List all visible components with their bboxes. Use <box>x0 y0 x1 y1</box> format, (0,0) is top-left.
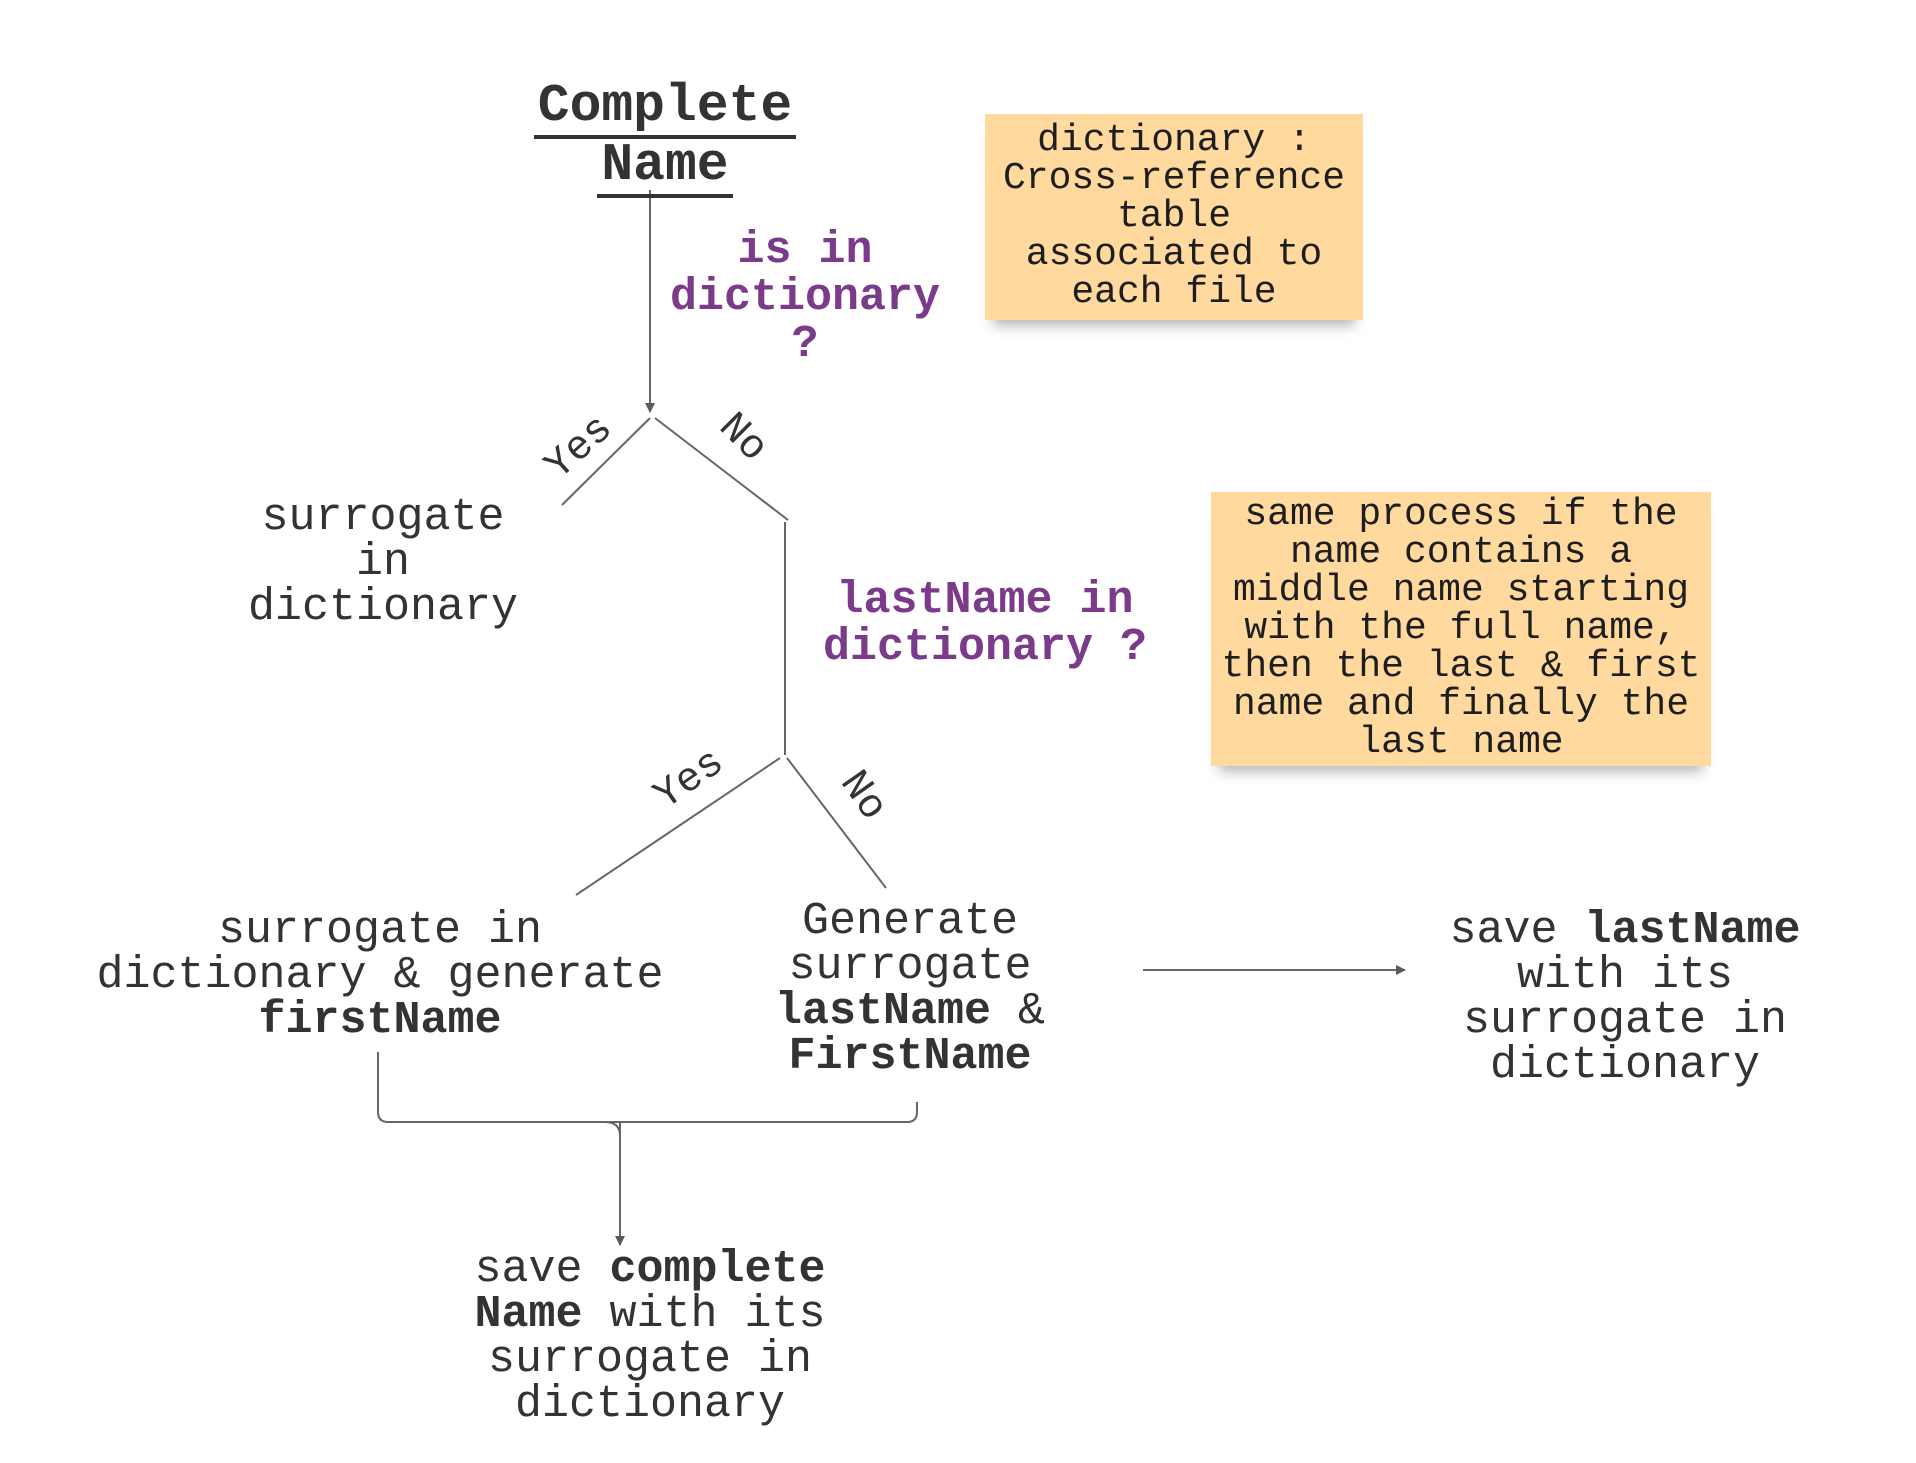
question-line: ? <box>791 319 819 370</box>
question-lastname-in-dictionary: lastName in dictionary ? <box>800 578 1170 670</box>
node-line: surrogate in <box>487 1334 813 1385</box>
node-line: Name with its <box>440 1292 860 1337</box>
node-line: FirstName <box>745 1034 1075 1079</box>
question-line: dictionary <box>669 272 941 323</box>
node-bold-text: firstName <box>258 995 502 1046</box>
node-line: surrogate <box>261 492 505 543</box>
node-save-lastname: save lastName with its surrogate in dict… <box>1420 908 1830 1088</box>
node-line: save lastName <box>1420 908 1830 953</box>
connector-q1-no <box>654 417 789 521</box>
node-surrogate-in-dictionary: surrogate in dictionary <box>228 495 538 630</box>
note-line: name and finally the <box>1232 683 1690 726</box>
node-text: save <box>474 1244 610 1295</box>
connector-q1-yes <box>561 417 651 506</box>
node-generate-firstname: surrogate in dictionary & generate first… <box>60 908 700 1043</box>
title-line1: Complete <box>533 80 797 139</box>
note-line: dictionary : <box>1037 119 1311 162</box>
note-same-process: same process if the name contains a midd… <box>1211 492 1711 766</box>
node-line: surrogate in <box>1462 995 1788 1046</box>
title-line2: Name <box>597 139 733 198</box>
connector-q2-yes <box>575 757 781 896</box>
question-line: dictionary ? <box>822 622 1148 673</box>
node-bold-text: Name <box>474 1289 583 1340</box>
note-line: with the full name, <box>1244 607 1678 650</box>
node-line: surrogate <box>788 941 1032 992</box>
node-text: save <box>1449 905 1585 956</box>
node-bold-text: lastName <box>1584 905 1801 956</box>
note-line: associated to <box>1025 233 1323 276</box>
node-save-complete-name: save complete Name with its surrogate in… <box>440 1247 860 1427</box>
node-line: firstName <box>60 998 700 1043</box>
node-line: with its <box>1516 950 1734 1001</box>
note-line: last name <box>1358 721 1564 764</box>
note-dictionary-definition: dictionary : Cross-reference table assoc… <box>985 114 1363 320</box>
node-text: & <box>991 986 1046 1037</box>
note-line: table <box>1116 195 1232 238</box>
node-text: with its <box>582 1289 826 1340</box>
note-line: same process if the <box>1244 493 1678 536</box>
node-line: dictionary <box>247 582 519 633</box>
connector-q2-no <box>786 757 887 889</box>
node-line: save complete <box>440 1247 860 1292</box>
node-line: surrogate in <box>217 905 543 956</box>
node-bold-text: lastName <box>774 986 992 1037</box>
question-is-in-dictionary: is in dictionary ? <box>660 228 950 367</box>
title-complete-name: Complete Name <box>530 80 800 198</box>
connector-merge-bracket <box>377 1052 918 1123</box>
node-line: dictionary <box>514 1379 786 1430</box>
question-line: is in <box>737 225 873 276</box>
node-bold-text: FirstName <box>788 1031 1032 1082</box>
node-generate-lastname-firstname: Generate surrogate lastName & FirstName <box>745 899 1075 1079</box>
note-line: then the last & first <box>1221 645 1701 688</box>
question-line: lastName in <box>836 575 1134 626</box>
note-line: middle name starting <box>1232 569 1690 612</box>
note-line: each file <box>1071 271 1277 314</box>
node-line: in <box>355 537 410 588</box>
node-line: Generate <box>801 896 1019 947</box>
connector-merge-join <box>604 1121 621 1137</box>
node-line: lastName & <box>745 989 1075 1034</box>
node-bold-text: complete <box>609 1244 826 1295</box>
node-line: dictionary & generate <box>96 950 664 1001</box>
node-line: dictionary <box>1489 1040 1761 1091</box>
note-line: name contains a <box>1289 531 1633 574</box>
note-line: Cross-reference <box>1002 157 1346 200</box>
